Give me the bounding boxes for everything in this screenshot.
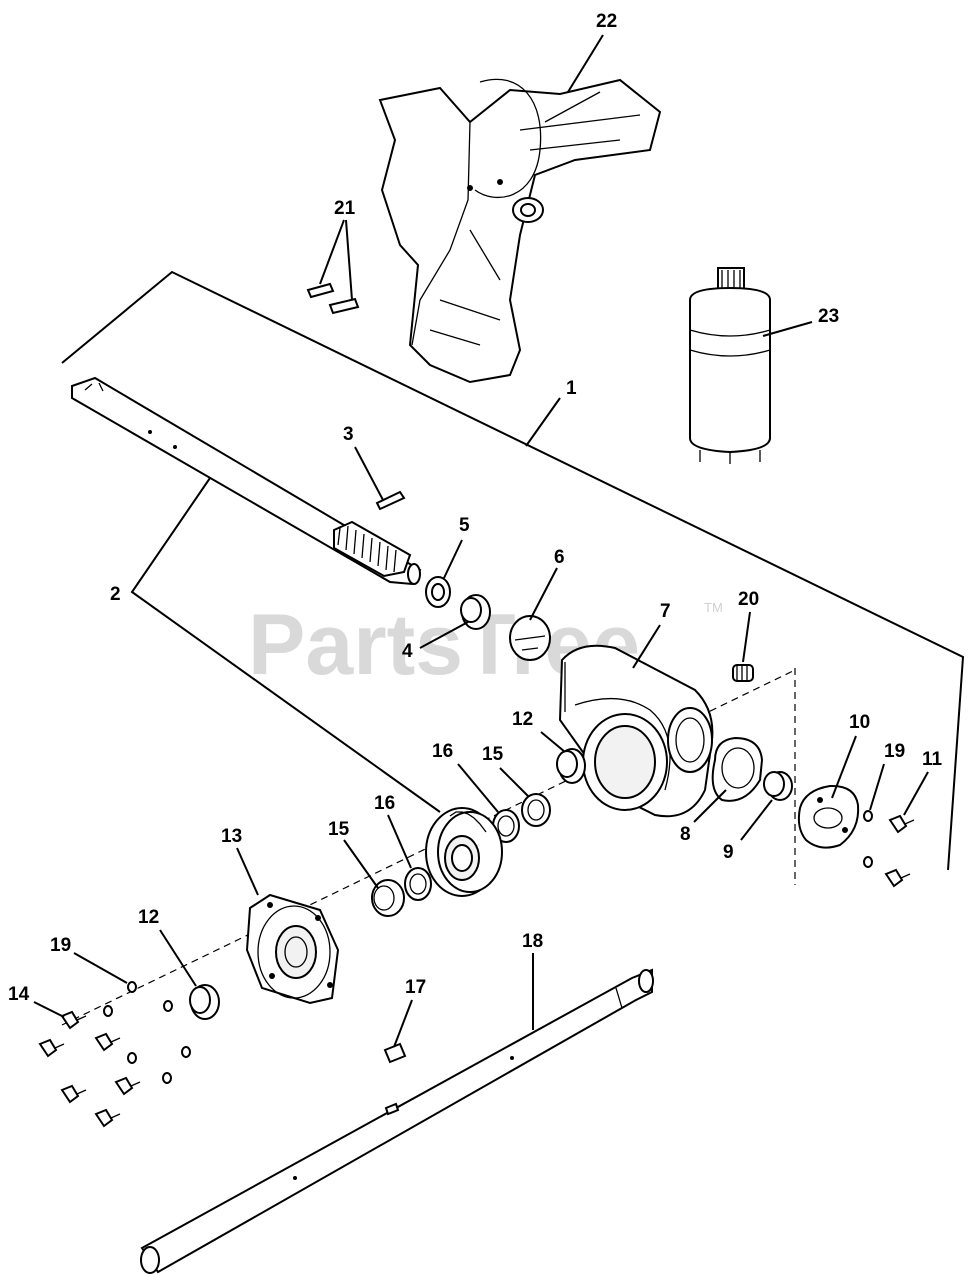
cover-plate <box>797 784 860 849</box>
lock-washers-left <box>103 981 191 1084</box>
leader-14 <box>33 1001 65 1018</box>
callout-11: 11 <box>922 749 943 770</box>
leader-19-left <box>73 952 128 984</box>
leader-6 <box>529 567 558 621</box>
leader-9 <box>740 799 773 841</box>
bearing <box>763 771 793 801</box>
callout-17: 17 <box>405 977 426 998</box>
callout-13: 13 <box>221 826 242 847</box>
leader-13 <box>236 847 259 896</box>
leader-5 <box>443 539 463 579</box>
callout-4: 4 <box>402 641 413 662</box>
end-cover <box>245 893 340 1005</box>
leader-21a <box>319 219 345 285</box>
callout-19-left: 19 <box>50 935 71 956</box>
shim-washer-lower <box>404 867 432 901</box>
collar <box>509 615 551 661</box>
leader-21b <box>345 219 353 301</box>
leader-4 <box>419 621 469 649</box>
leader-12-lower <box>159 929 197 987</box>
oil-seal-lower <box>189 984 220 1020</box>
callout-5: 5 <box>459 515 470 536</box>
callout-2: 2 <box>110 584 121 605</box>
callout-16-lower: 16 <box>374 793 395 814</box>
callout-18: 18 <box>522 931 543 952</box>
worm-gear <box>425 807 503 897</box>
callout-15-lower: 15 <box>328 819 350 840</box>
leader-15-lower <box>343 839 379 889</box>
cap-screws-right <box>884 814 915 888</box>
cap-screws-left <box>38 1010 141 1128</box>
callout-19-right: 19 <box>884 741 905 762</box>
callout-12-lower: 12 <box>138 907 159 928</box>
leader-17 <box>393 999 413 1048</box>
leader-7 <box>632 624 661 669</box>
callout-16-upper: 16 <box>432 741 453 762</box>
leader-3 <box>354 446 384 501</box>
leader-15-upper <box>499 767 529 797</box>
callout-12-upper: 12 <box>512 709 533 730</box>
oil-seal-upper <box>556 748 586 784</box>
callout-21: 21 <box>334 198 356 219</box>
gear-housing <box>558 644 714 818</box>
bearing-cup-lower <box>371 879 405 917</box>
leader-11 <box>903 771 929 816</box>
leader-12-upper <box>540 731 566 753</box>
callout-9: 9 <box>723 842 734 863</box>
assembly-bracket-1 <box>61 270 965 871</box>
callout-1: 1 <box>566 378 577 399</box>
callout-6: 6 <box>554 547 565 568</box>
callout-20: 20 <box>738 589 759 610</box>
grease-tube <box>689 267 771 464</box>
callout-7: 7 <box>660 601 671 622</box>
watermark-trademark: TM <box>704 600 723 615</box>
callout-23: 23 <box>818 306 839 327</box>
callout-3: 3 <box>343 424 354 445</box>
auger-shaft <box>140 968 654 1274</box>
callout-22: 22 <box>596 11 617 32</box>
worm-shaft <box>71 376 422 586</box>
leader-2 <box>130 477 441 813</box>
woodruff-key <box>375 490 406 511</box>
leader-19-right <box>869 763 885 811</box>
leader-23 <box>762 321 813 337</box>
leader-16-upper <box>457 763 499 813</box>
leader-10 <box>831 735 857 799</box>
leader-22 <box>567 34 604 93</box>
vent-plug <box>732 664 754 682</box>
gasket <box>711 736 764 802</box>
bearing-cup-upper <box>521 793 551 827</box>
bushing <box>460 594 491 630</box>
callout-8: 8 <box>680 824 691 845</box>
discharge-chute <box>378 78 662 384</box>
leader-16-lower <box>387 814 412 869</box>
pins <box>306 282 360 315</box>
leader-20 <box>742 611 751 663</box>
callout-15-upper: 15 <box>482 744 504 765</box>
leader-8 <box>693 789 727 823</box>
leader-1 <box>525 397 561 447</box>
callout-10: 10 <box>849 712 870 733</box>
lock-washers-right <box>863 810 873 868</box>
callout-14: 14 <box>8 984 30 1005</box>
thrust-washer <box>425 576 451 608</box>
